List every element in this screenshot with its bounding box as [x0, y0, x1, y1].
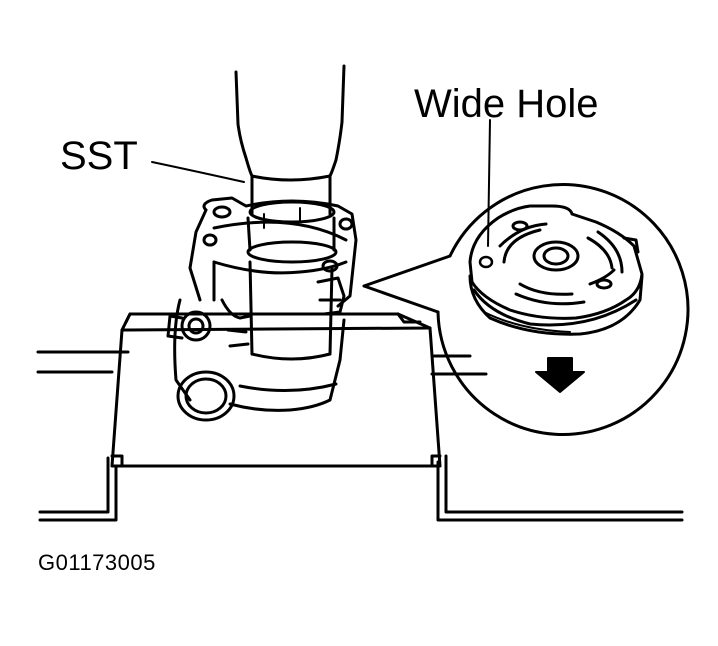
wide-hole-label: Wide Hole [414, 82, 599, 126]
sst-label: SST [60, 134, 138, 178]
sst-leader-line [151, 161, 245, 183]
leader-lines [151, 119, 491, 247]
cam-plate-detail [468, 204, 644, 336]
figure-code: G01173005 [38, 550, 156, 575]
wide-hole-marker [478, 255, 494, 269]
support-block [110, 312, 442, 468]
detail-callout [362, 183, 690, 436]
arrow-down-icon [535, 357, 585, 393]
work-table [36, 350, 684, 522]
pump-housing [166, 196, 358, 422]
wide-hole-leader-line [487, 119, 491, 247]
